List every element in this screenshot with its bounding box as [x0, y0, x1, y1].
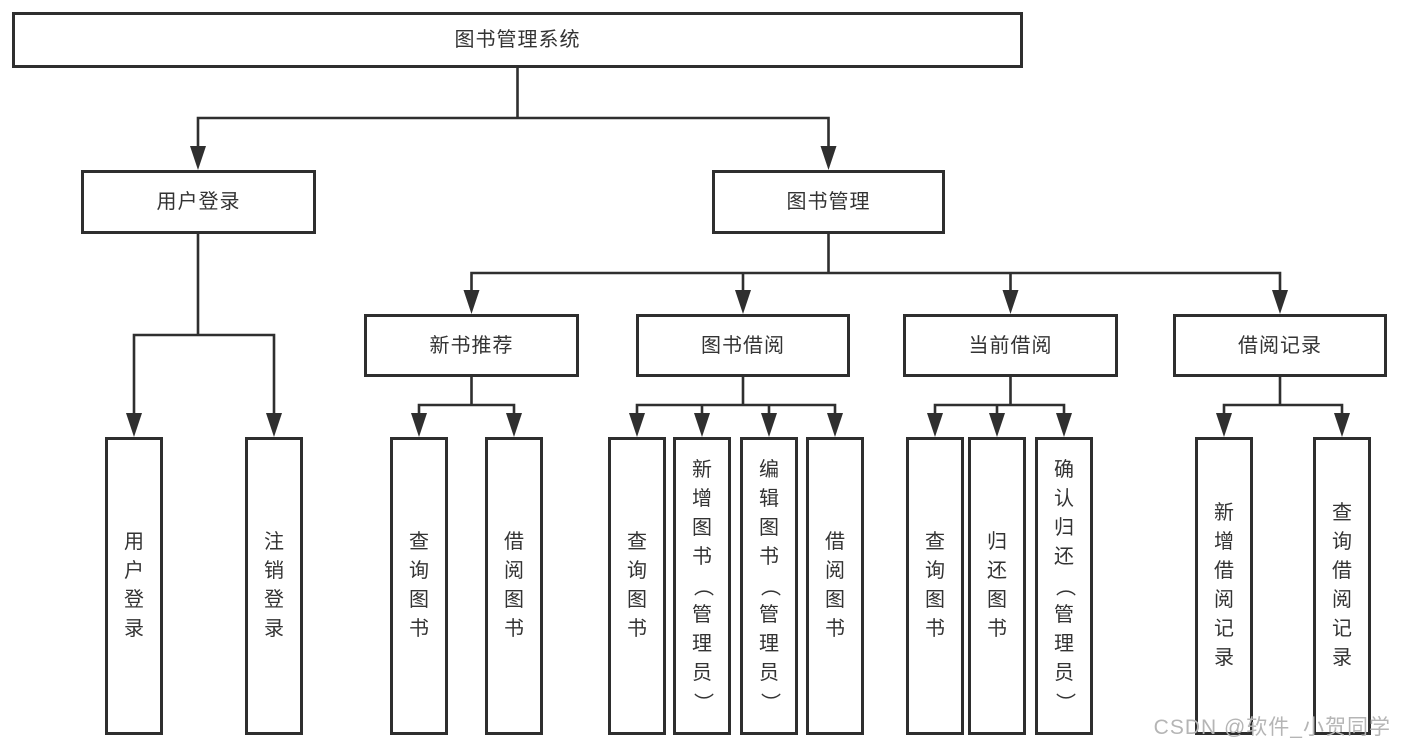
- leaf-borrow-books-recommend: 借阅图书: [485, 437, 543, 735]
- leaf-query-books-recommend: 查询图书: [390, 437, 448, 735]
- leaf-query-borrow-record: 查询借阅记录: [1313, 437, 1371, 735]
- node-new-book-recommend: 新书推荐: [364, 314, 579, 377]
- leaf-query-books-borrowing: 查询图书: [608, 437, 666, 735]
- node-library-management-system: 图书管理系统: [12, 12, 1023, 68]
- leaf-user-login: 用户登录: [105, 437, 163, 735]
- node-user-login: 用户登录: [81, 170, 316, 234]
- node-book-borrowing: 图书借阅: [636, 314, 850, 377]
- leaf-add-books-admin: 新增图书（管理员）: [673, 437, 731, 735]
- arrowheads: [126, 146, 1350, 437]
- leaf-query-books-current: 查询图书: [906, 437, 964, 735]
- leaf-confirm-return-admin: 确认归还（管理员）: [1035, 437, 1093, 735]
- node-current-borrowing: 当前借阅: [903, 314, 1118, 377]
- node-borrowing-records: 借阅记录: [1173, 314, 1387, 377]
- leaf-add-borrow-record: 新增借阅记录: [1195, 437, 1253, 735]
- node-book-management: 图书管理: [712, 170, 945, 234]
- connector-paths: [132, 66, 1344, 418]
- watermark-text: CSDN @软件_小贺同学: [1153, 716, 1391, 739]
- leaf-borrow-books-borrowing: 借阅图书: [806, 437, 864, 735]
- leaf-return-books: 归还图书: [968, 437, 1026, 735]
- leaf-logout: 注销登录: [245, 437, 303, 735]
- leaf-edit-books-admin: 编辑图书（管理员）: [740, 437, 798, 735]
